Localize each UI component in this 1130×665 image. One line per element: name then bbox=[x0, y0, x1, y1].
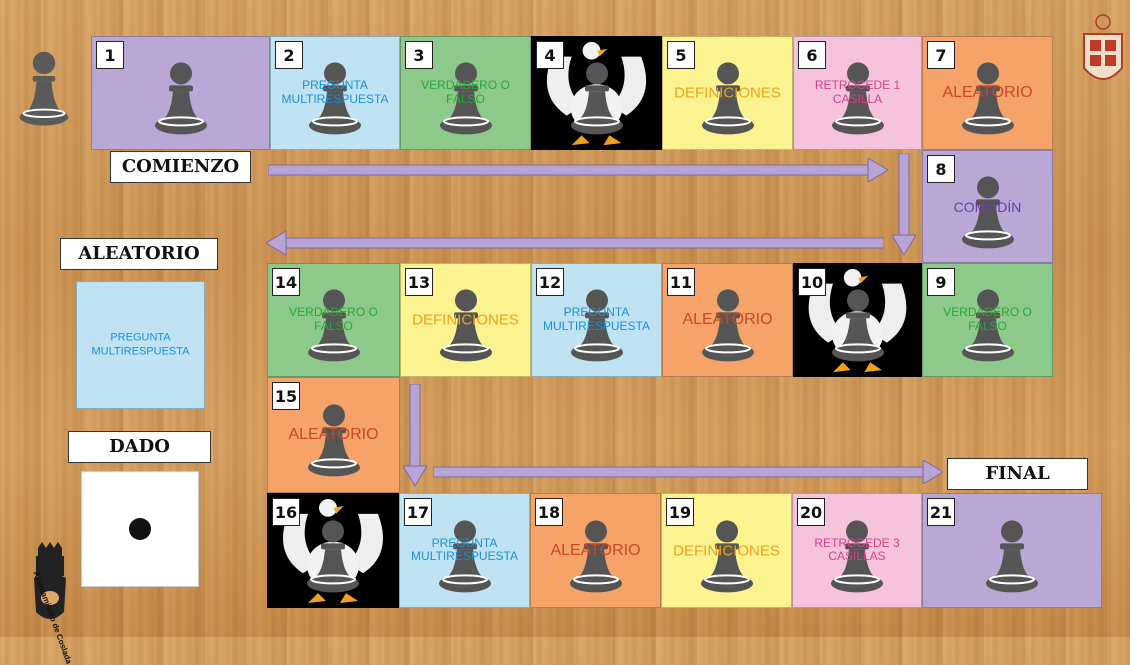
square-number: 19 bbox=[666, 498, 694, 526]
random-card-text: PREGUNTA MULTIRESPUESTA bbox=[83, 331, 198, 360]
square-number: 2 bbox=[275, 41, 303, 69]
square-10[interactable]: 10 bbox=[793, 263, 922, 377]
square-number: 13 bbox=[405, 268, 433, 296]
square-number: 9 bbox=[927, 268, 955, 296]
pawn-icon bbox=[828, 286, 888, 366]
game-board: Ayuntamiento de Coslada COMIENZO FINAL A… bbox=[0, 0, 1130, 637]
square-number: 17 bbox=[404, 498, 432, 526]
pawn-icon bbox=[567, 59, 627, 139]
start-label: COMIENZO bbox=[110, 151, 251, 183]
square-label: ALEATORIO bbox=[923, 84, 1052, 102]
path-arrow-right-1 bbox=[268, 158, 890, 182]
square-label: PREGUNTA MULTIRESPUESTA bbox=[271, 79, 399, 107]
square-number: 5 bbox=[667, 41, 695, 69]
square-label: VERDADERO O FALSO bbox=[923, 306, 1052, 334]
pawn-icon bbox=[303, 517, 363, 597]
square-number: 6 bbox=[798, 41, 826, 69]
square-label: PREGUNTA MULTIRESPUESTA bbox=[400, 537, 529, 565]
dice-heading: DADO bbox=[68, 431, 211, 463]
random-heading: ALEATORIO bbox=[60, 238, 218, 270]
random-card[interactable]: PREGUNTA MULTIRESPUESTA bbox=[76, 281, 205, 409]
pawn-icon bbox=[151, 59, 211, 139]
square-number: 14 bbox=[272, 268, 300, 296]
square-label: VERDADERO O FALSO bbox=[268, 306, 399, 334]
square-number: 15 bbox=[272, 382, 300, 410]
square-number: 18 bbox=[535, 498, 563, 526]
square-number: 11 bbox=[667, 268, 695, 296]
path-arrow-left-1 bbox=[266, 231, 884, 255]
square-label: VERDADERO O FALSO bbox=[401, 79, 530, 107]
square-label: ALEATORIO bbox=[663, 311, 792, 329]
dice[interactable] bbox=[81, 471, 199, 587]
player-pawn-icon[interactable] bbox=[16, 45, 72, 135]
square-label: COMODÍN bbox=[923, 198, 1052, 214]
square-1[interactable]: 1 bbox=[91, 36, 270, 150]
square-number: 12 bbox=[536, 268, 564, 296]
square-label: DEFINICIONES bbox=[401, 311, 530, 328]
square-16[interactable]: 16 bbox=[267, 493, 399, 608]
finish-label: FINAL bbox=[947, 458, 1088, 490]
square-label: RETROCEDE 3 CASILLAS bbox=[793, 537, 921, 565]
square-number: 20 bbox=[797, 498, 825, 526]
path-arrow-down-1 bbox=[892, 153, 916, 257]
square-number: 8 bbox=[927, 155, 955, 183]
square-number: 4 bbox=[536, 41, 564, 69]
pawn-icon bbox=[982, 517, 1042, 597]
square-number: 1 bbox=[96, 41, 124, 69]
square-label: DEFINICIONES bbox=[662, 542, 791, 559]
path-arrow-down-2 bbox=[403, 384, 427, 488]
square-number: 21 bbox=[927, 498, 955, 526]
square-label: DEFINICIONES bbox=[663, 84, 792, 101]
dice-pip bbox=[129, 518, 151, 540]
square-label: RETROCEDE 1 CASILLA bbox=[794, 79, 921, 107]
square-number: 10 bbox=[798, 268, 826, 296]
square-4[interactable]: 4 bbox=[531, 36, 662, 150]
square-number: 7 bbox=[927, 41, 955, 69]
square-number: 16 bbox=[272, 498, 300, 526]
square-label: ALEATORIO bbox=[268, 426, 399, 444]
square-label: ALEATORIO bbox=[531, 541, 660, 559]
university-seal-icon bbox=[1080, 8, 1126, 98]
square-number: 3 bbox=[405, 41, 433, 69]
square-label: PREGUNTA MULTIRESPUESTA bbox=[532, 306, 661, 334]
path-arrow-right-2 bbox=[433, 460, 945, 484]
square-21[interactable]: 21 bbox=[922, 493, 1102, 608]
